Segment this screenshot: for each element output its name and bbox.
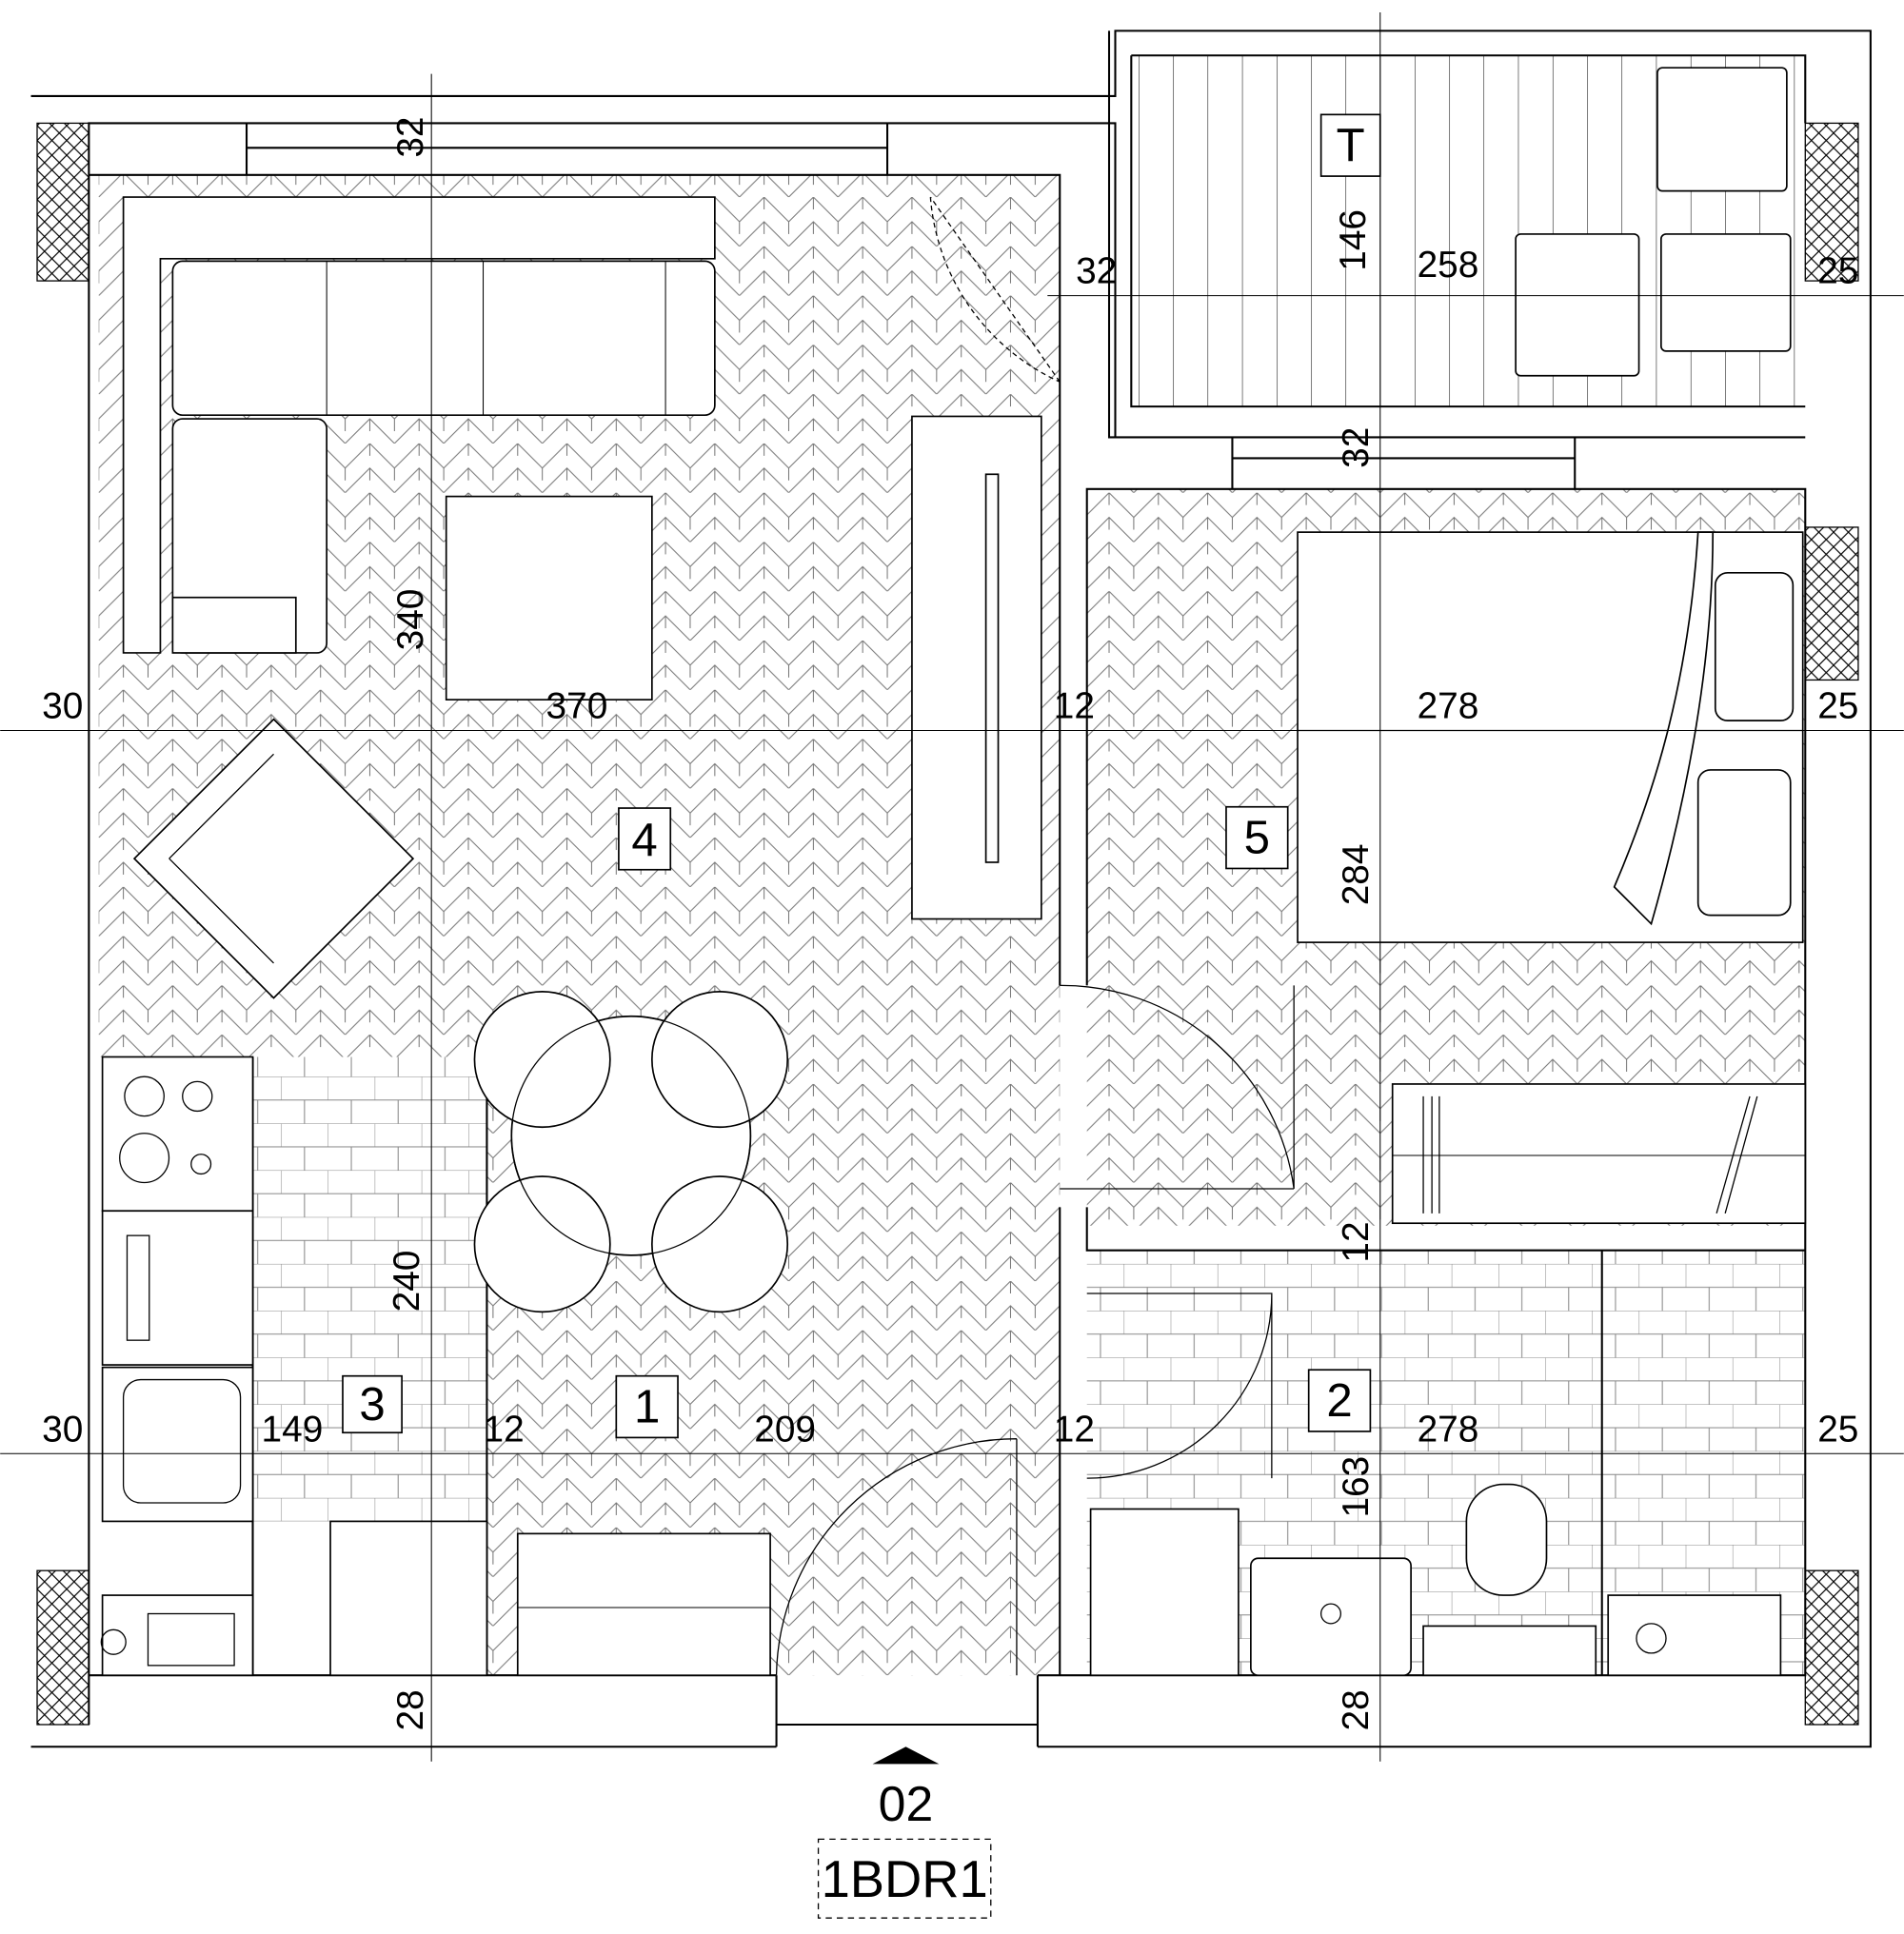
room-tag-hall: 1 <box>634 1381 660 1433</box>
room-tag-kitchen: 3 <box>359 1378 385 1431</box>
dim-top-wall-left: 32 <box>390 116 431 157</box>
dim-partition-upper: 12 <box>1054 686 1095 727</box>
section-marker: 02 <box>879 1776 934 1831</box>
furniture <box>100 67 1807 1677</box>
dim-bottom-wall-right: 28 <box>1336 1689 1377 1730</box>
room-tag-living: 4 <box>631 814 657 866</box>
dim-bath-width: 278 <box>1418 1409 1479 1450</box>
dim-bedroom-width: 278 <box>1418 686 1479 727</box>
section-arrow-icon <box>872 1747 940 1765</box>
dim-terrace-depth: 146 <box>1333 209 1374 271</box>
dim-right-wall-lower: 25 <box>1817 1409 1858 1450</box>
dim-bath-wall: 12 <box>1336 1221 1377 1262</box>
dim-living-width: 370 <box>546 686 608 727</box>
dim-bath-depth: 163 <box>1336 1456 1377 1518</box>
dim-hall-width: 209 <box>754 1409 816 1450</box>
dimension-labels: 32 32 146 258 25 32 30 340 370 12 278 25… <box>42 116 1858 1730</box>
dim-partition-lower: 12 <box>1054 1409 1095 1450</box>
dim-kitchen-width: 149 <box>262 1409 324 1450</box>
dim-terrace-width: 258 <box>1418 245 1479 286</box>
room-tag-bath: 2 <box>1326 1374 1352 1427</box>
dim-right-wall-mid: 25 <box>1817 686 1858 727</box>
walls <box>30 30 1872 1748</box>
room-tag-bedroom: 5 <box>1244 812 1270 864</box>
room-tags: 4 1 3 2 5 T <box>342 113 1381 1439</box>
dimension-lines <box>0 11 1904 1762</box>
dim-bedroom-depth: 284 <box>1336 844 1377 906</box>
dim-living-depth: 340 <box>390 589 431 651</box>
room-tag-terrace: T <box>1337 119 1365 171</box>
unit-code: 1BDR1 <box>822 1850 988 1908</box>
unit-label: 02 1BDR1 <box>817 1747 992 1919</box>
dim-terrace-right-wall: 25 <box>1817 251 1858 292</box>
dim-kitchen-depth: 240 <box>387 1251 427 1312</box>
dim-top-wall-right: 32 <box>1336 427 1377 468</box>
dim-left-wall-lower: 30 <box>42 1409 83 1450</box>
dim-kitchen-partition: 12 <box>484 1409 525 1450</box>
doors <box>775 196 1295 1676</box>
dim-left-wall-upper: 30 <box>42 686 83 727</box>
dim-bottom-wall-left: 28 <box>390 1689 431 1730</box>
dim-terrace-door-wall: 32 <box>1076 251 1117 292</box>
